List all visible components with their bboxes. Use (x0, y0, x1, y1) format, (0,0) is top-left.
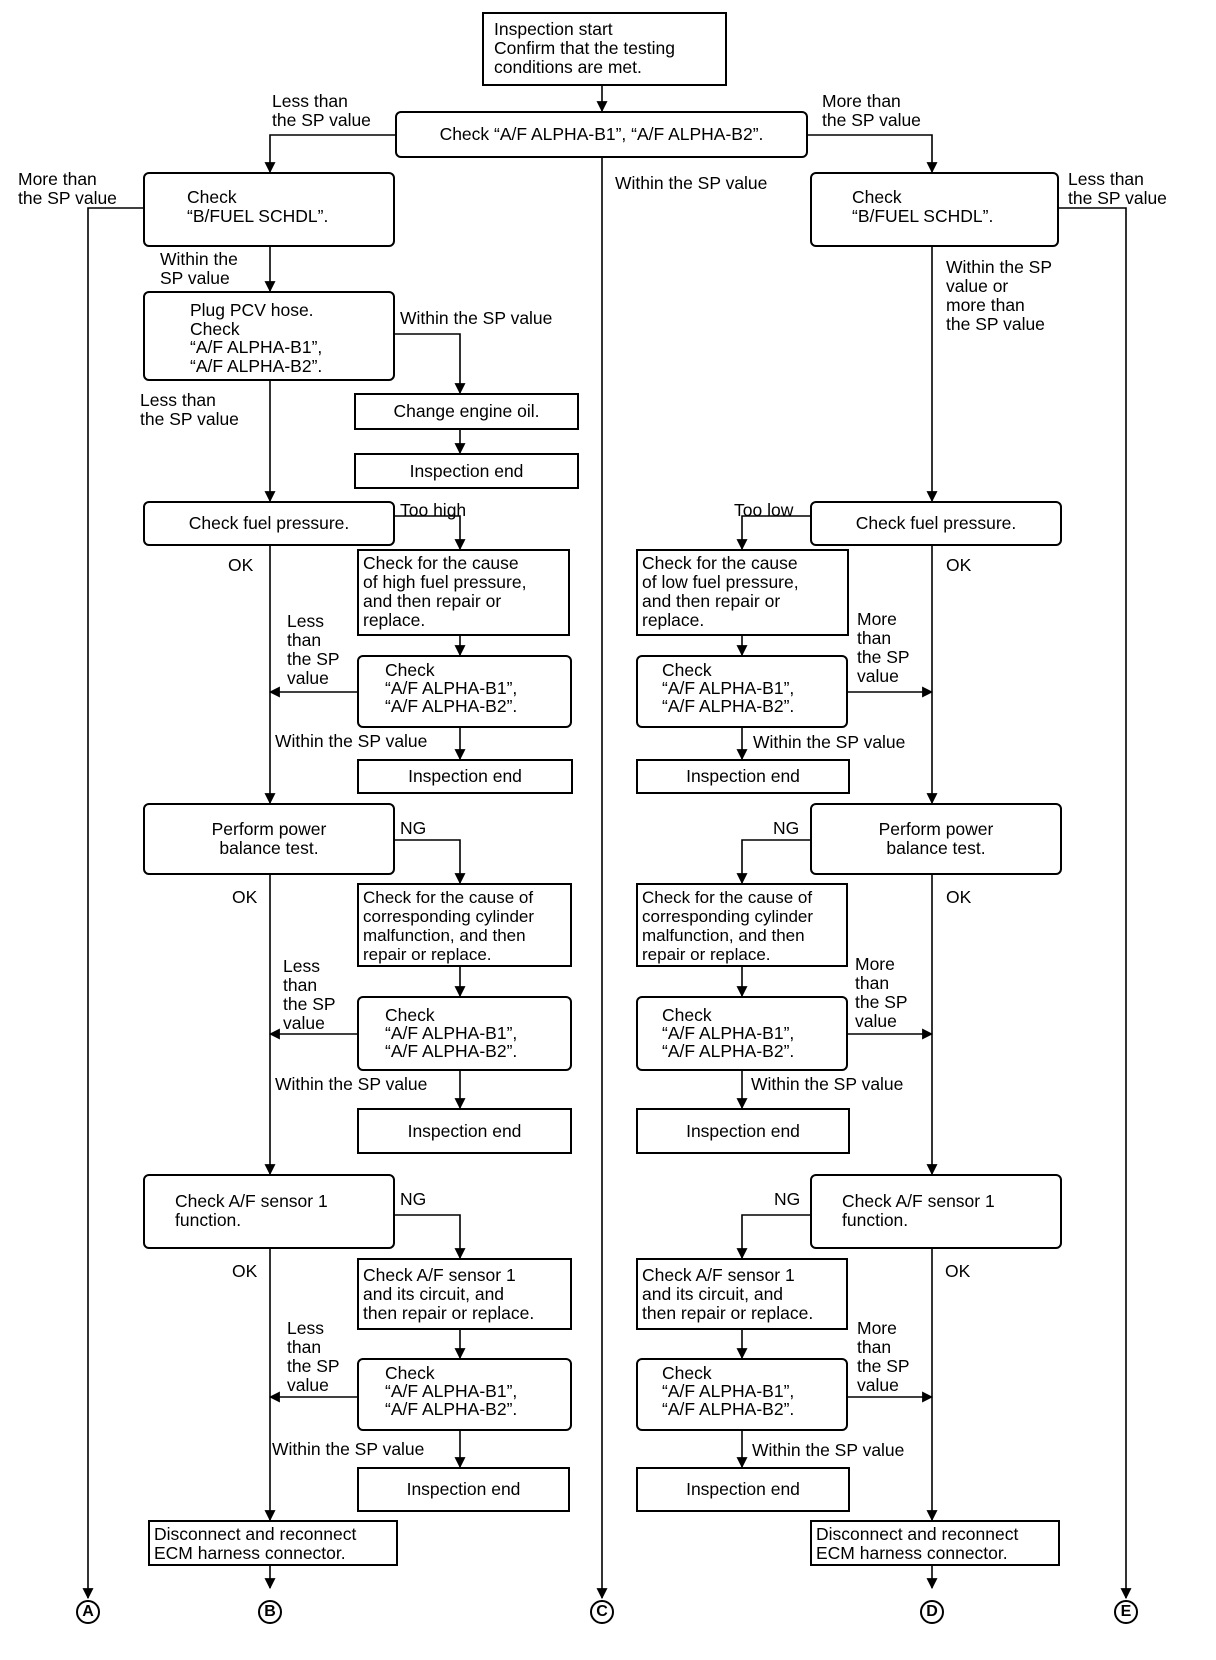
label-too-low: Too low (734, 500, 794, 520)
left-check-alpha-2: Check “A/F ALPHA-B1”, “A/F ALPHA-B2”. (357, 996, 572, 1071)
left-high-fuel-cause-box: Check for the cause of high fuel pressur… (357, 549, 570, 636)
label-lbfuel-within: Within the SP value (160, 249, 238, 288)
left-check-alpha-1: Check “A/F ALPHA-B1”, “A/F ALPHA-B2”. (357, 655, 572, 728)
left-change-oil-box: Change engine oil. (354, 393, 579, 430)
left-power-balance-box: Perform power balance test. (143, 803, 395, 875)
arrow-to-a (82, 207, 143, 1600)
label-lwithin1: Within the SP value (275, 731, 428, 751)
left-af-circuit-box: Check A/F sensor 1 and its circuit, and … (357, 1258, 572, 1330)
label-rwithin3: Within the SP value (752, 1440, 905, 1460)
right-af-sensor-box: Check A/F sensor 1 function. (810, 1174, 1062, 1249)
label-rbfuel-less: Less than the SP value (1068, 169, 1167, 208)
left-bfuel-box: Check “B/FUEL SCHDL”. (143, 172, 395, 247)
arrow-rpower-cyl (736, 839, 810, 885)
arrow-pcv-oil (393, 333, 466, 395)
right-check-alpha-1: Check “A/F ALPHA-B1”, “A/F ALPHA-B2”. (636, 655, 848, 728)
arrow-to-e (1059, 207, 1132, 1600)
arrow-top-right (808, 134, 938, 174)
right-inspection-end-3: Inspection end (636, 1467, 850, 1512)
right-bfuel-box: Check “B/FUEL SCHDL”. (810, 172, 1059, 247)
left-pcv-box: Plug PCV hose. Check “A/F ALPHA-B1”, “A/… (143, 291, 395, 381)
right-cylinder-cause-box: Check for the cause of corresponding cyl… (636, 883, 848, 967)
label-rmore1: More than the SP value (857, 609, 910, 686)
arrow-lpower-cyl (393, 839, 466, 885)
left-fuel-pressure-box: Check fuel pressure. (143, 501, 395, 546)
label-top-more: More than the SP value (822, 91, 921, 130)
label-rng2: NG (773, 818, 800, 838)
label-pcv-within: Within the SP value (400, 308, 553, 328)
label-lok1: OK (228, 555, 254, 575)
label-pcv-less: Less than the SP value (140, 390, 239, 429)
label-lless3: Less than the SP value (287, 1318, 340, 1395)
label-lbfuel-more: More than the SP value (18, 169, 117, 208)
label-rwithin1: Within the SP value (753, 732, 906, 752)
label-top-within: Within the SP value (615, 173, 768, 193)
left-inspection-end-3: Inspection end (357, 1467, 570, 1512)
label-too-high: Too high (400, 500, 467, 520)
label-lok3: OK (232, 1261, 258, 1281)
label-top-less: Less than the SP value (272, 91, 371, 130)
label-lless2: Less than the SP value (283, 956, 336, 1033)
label-lng2: NG (400, 818, 427, 838)
right-af-circuit-box: Check A/F sensor 1 and its circuit, and … (636, 1258, 848, 1330)
connector-c: C (590, 1600, 614, 1624)
label-lok2: OK (232, 887, 258, 907)
label-rmore2: More than the SP value (855, 954, 908, 1031)
arrow-rfuel-low (736, 515, 810, 551)
check-alpha-top-box: Check “A/F ALPHA-B1”, “A/F ALPHA-B2”. (395, 111, 808, 158)
arrow-lfuel-high (393, 515, 466, 551)
arrow-lafs-circ (393, 1214, 466, 1260)
right-check-alpha-3: Check “A/F ALPHA-B1”, “A/F ALPHA-B2”. (636, 1358, 848, 1431)
label-rwithin2: Within the SP value (751, 1074, 904, 1094)
right-power-balance-box: Perform power balance test. (810, 803, 1062, 875)
right-fuel-pressure-box: Check fuel pressure. (810, 501, 1062, 546)
left-af-sensor-box: Check A/F sensor 1 function. (143, 1174, 395, 1249)
arrow-rafs-circ (736, 1214, 810, 1260)
connector-b: B (258, 1600, 282, 1624)
left-check-alpha-3: Check “A/F ALPHA-B1”, “A/F ALPHA-B2”. (357, 1358, 572, 1431)
left-ecm-reconnect-box: Disconnect and reconnect ECM harness con… (148, 1520, 398, 1566)
right-inspection-end-1: Inspection end (636, 759, 850, 794)
left-cylinder-cause-box: Check for the cause of corresponding cyl… (357, 883, 572, 967)
connector-d: D (920, 1600, 944, 1624)
label-lwithin2: Within the SP value (275, 1074, 428, 1094)
label-rok1: OK (946, 555, 972, 575)
arrow-top-left (264, 134, 395, 174)
label-rok2: OK (946, 887, 972, 907)
right-ecm-reconnect-box: Disconnect and reconnect ECM harness con… (810, 1520, 1060, 1566)
left-inspection-end-2: Inspection end (357, 1108, 572, 1154)
connector-a: A (76, 1600, 100, 1624)
connector-e: E (1114, 1600, 1138, 1624)
label-rok3: OK (945, 1261, 971, 1281)
right-check-alpha-2: Check “A/F ALPHA-B1”, “A/F ALPHA-B2”. (636, 996, 848, 1071)
label-lng3: NG (400, 1189, 427, 1209)
left-inspection-end-oil: Inspection end (354, 453, 579, 489)
left-inspection-end-1: Inspection end (357, 759, 573, 794)
label-rmore3: More than the SP value (857, 1318, 910, 1395)
right-low-fuel-cause-box: Check for the cause of low fuel pressure… (636, 549, 849, 636)
right-inspection-end-2: Inspection end (636, 1108, 850, 1154)
label-lwithin3: Within the SP value (272, 1439, 425, 1459)
label-rng3: NG (774, 1189, 801, 1209)
inspection-start-box: Inspection start Confirm that the testin… (482, 12, 727, 86)
label-lless1: Less than the SP value (287, 611, 340, 688)
label-rbfuel-within: Within the SP value or more than the SP … (946, 257, 1053, 334)
